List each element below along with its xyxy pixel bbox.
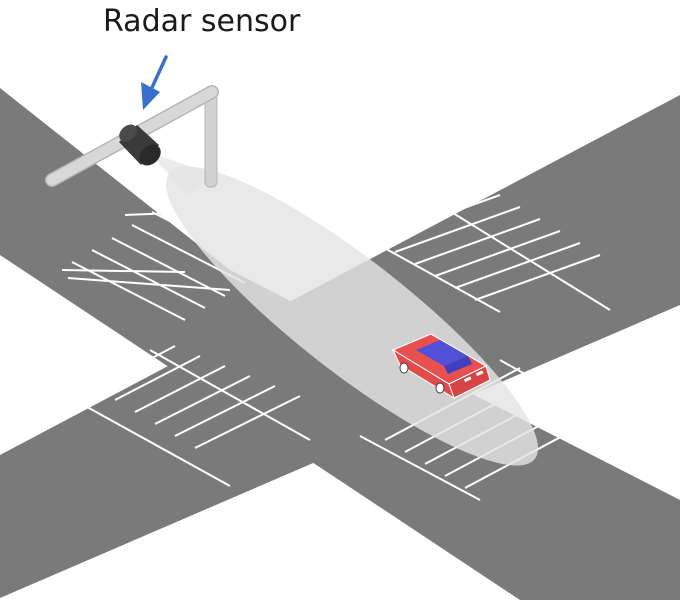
car-windshield — [444, 356, 472, 374]
car-wheel-rear — [399, 362, 409, 374]
radar-sensor-label: Radar sensor — [103, 4, 301, 39]
car-headlight-right — [475, 370, 484, 377]
crosswalk-south — [59, 345, 311, 487]
car-wheel-front — [435, 382, 445, 394]
radar-beam-origin — [148, 152, 215, 195]
car-cabin — [416, 340, 468, 366]
car-headlight-left — [463, 376, 472, 383]
crosswalk-north — [369, 194, 611, 313]
radar-sensor-icon — [119, 124, 161, 166]
pointer-arrow — [141, 55, 168, 110]
car-icon — [391, 333, 491, 400]
